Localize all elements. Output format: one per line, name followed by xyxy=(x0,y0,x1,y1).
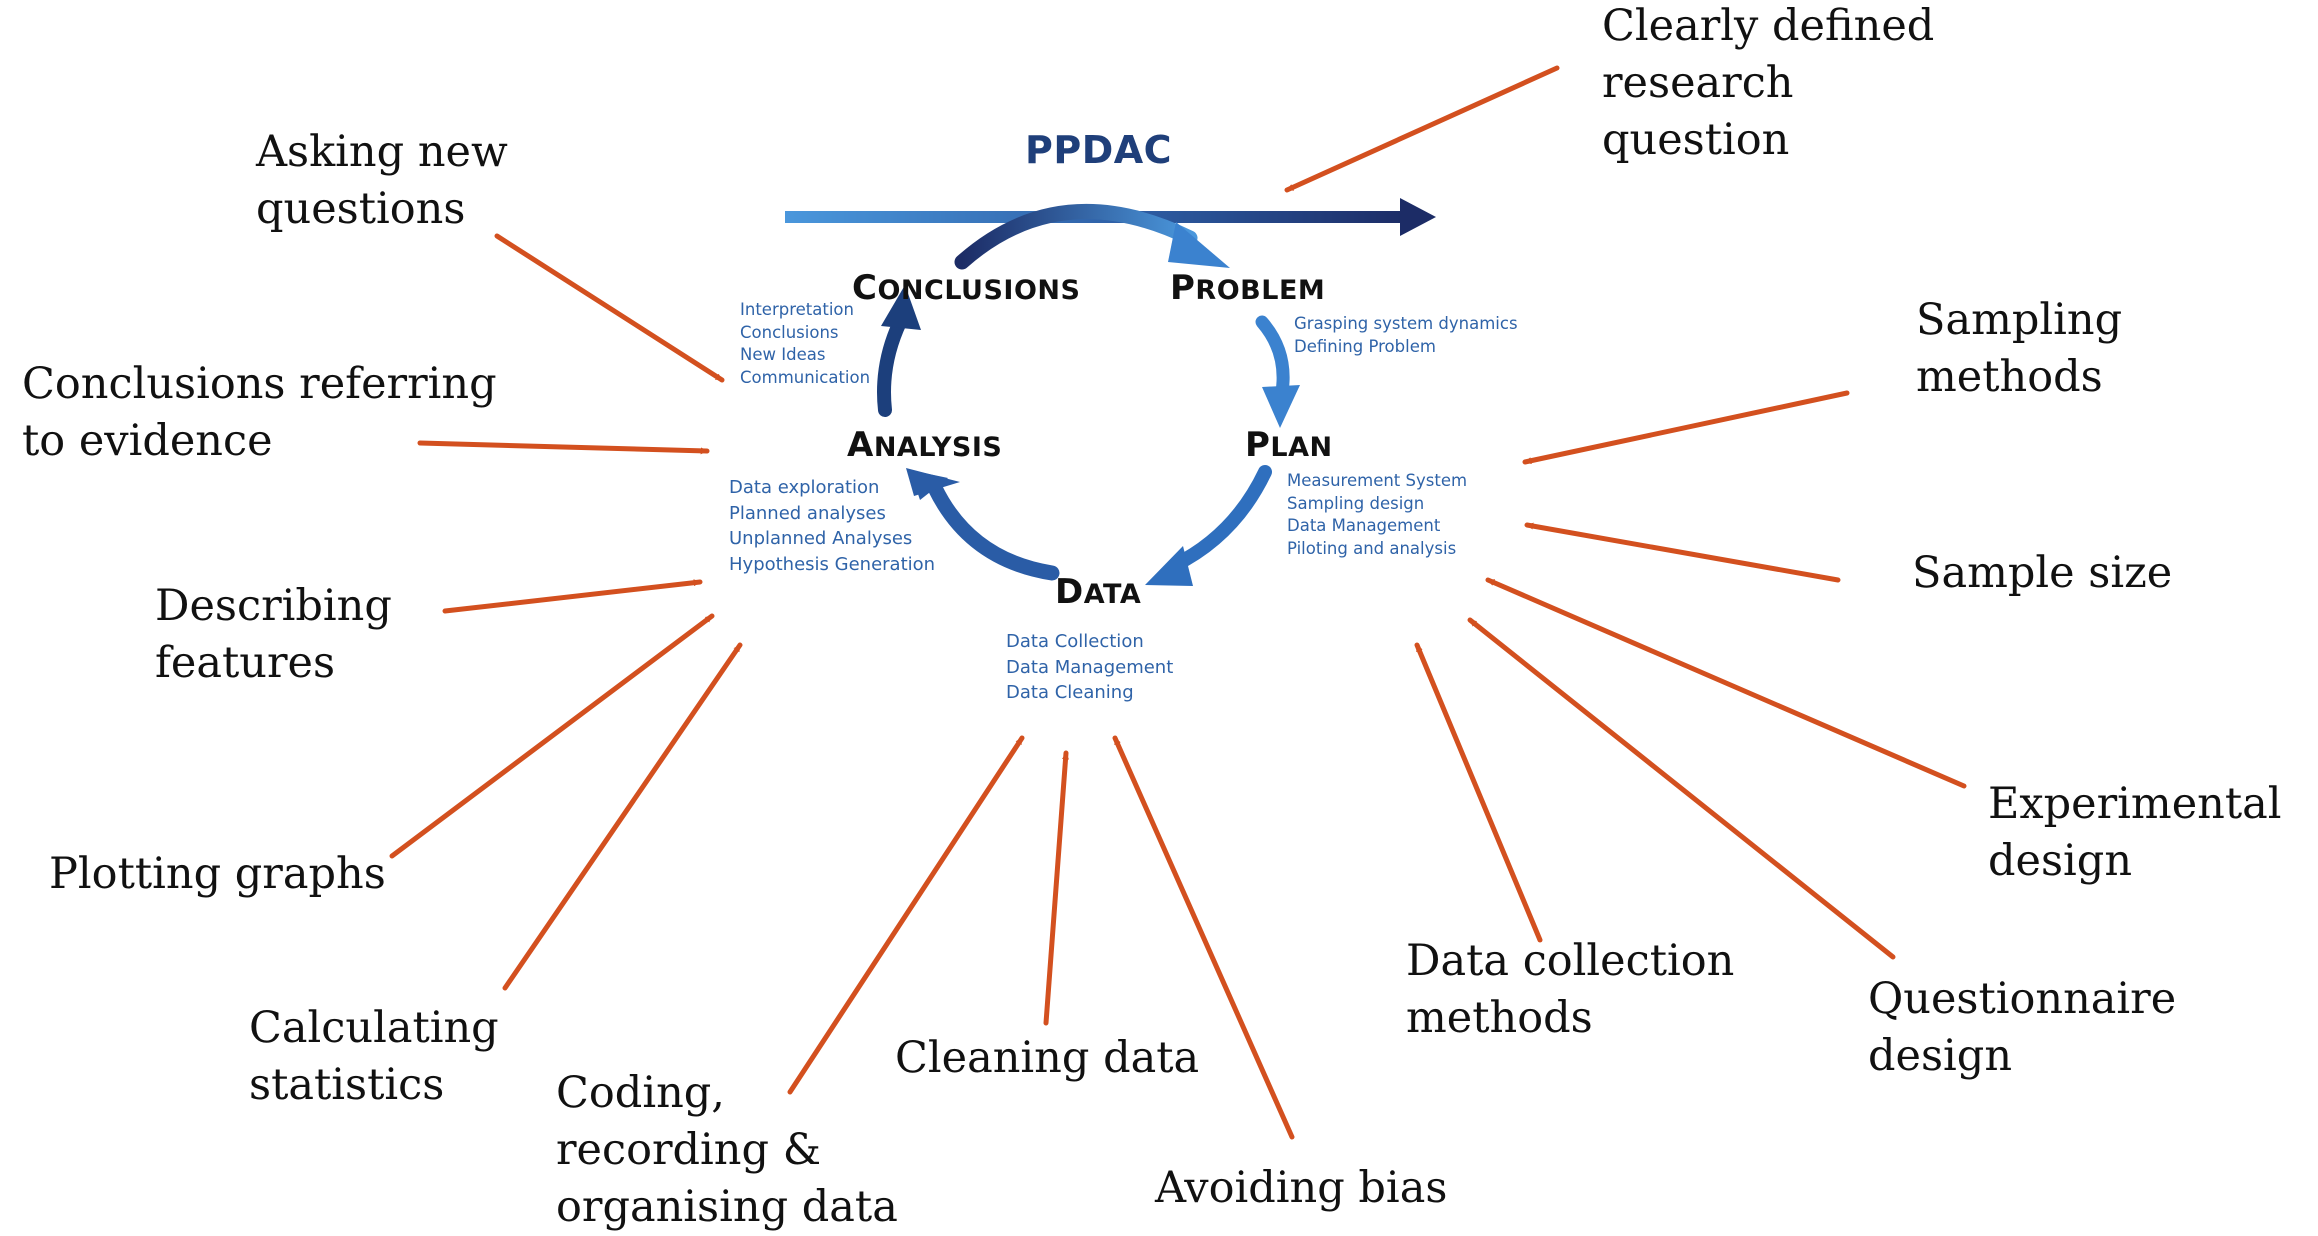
callout-describing-features: Describing features xyxy=(155,581,392,688)
callout-arrow-questionnaire-design xyxy=(1467,617,1896,960)
cycle-arrow-analysis-to-conclusions xyxy=(877,285,921,417)
data-item: Data Management xyxy=(1006,656,1174,678)
conclusions-items: Interpretation Conclusions New Ideas Com… xyxy=(740,299,870,389)
stage-title-analysis: Analysis xyxy=(847,425,1002,465)
stage-title-data: Data xyxy=(1055,572,1141,612)
conclusions-item: Conclusions xyxy=(740,322,839,342)
callout-cleaning-data: Cleaning data xyxy=(895,1033,1200,1083)
stage-title-analysis-rest: nalysis xyxy=(873,432,1003,463)
callout-avoiding-bias: Avoiding bias xyxy=(1155,1163,1448,1213)
callout-plotting-graphs: Plotting graphs xyxy=(49,849,386,899)
callout-arrow-plotting-graphs xyxy=(389,613,715,859)
problem-item: Grasping system dynamics xyxy=(1294,314,1518,333)
stage-title-problem: Problem xyxy=(1170,268,1325,308)
analysis-item: Unplanned Analyses xyxy=(729,528,913,549)
callout-coding-recording: Coding, recording & organising data xyxy=(556,1068,898,1232)
stage-title-plan-rest: lan xyxy=(1270,432,1333,463)
stage-title-conclusions-rest: onclusions xyxy=(877,275,1081,306)
callout-experimental-design: Experimental design xyxy=(1988,779,2282,886)
callout-arrow-data-collection-methods xyxy=(1414,642,1543,943)
data-items: Data Collection Data Management Data Cle… xyxy=(1006,629,1173,706)
stage-title-analysis-initial: A xyxy=(847,425,874,465)
callout-calculating-statistics: Calculating statistics xyxy=(249,1003,499,1110)
ppdac-title: PPDAC xyxy=(1025,128,1173,172)
cycle-arrow-plan-to-data xyxy=(1145,465,1272,586)
callout-arrow-clearly-defined xyxy=(1284,65,1560,193)
stage-title-problem-rest: roblem xyxy=(1195,275,1326,306)
plan-item: Data Management xyxy=(1287,516,1441,535)
callout-arrow-calculating-statistics xyxy=(502,642,743,991)
stage-title-data-rest: ata xyxy=(1083,579,1142,610)
stage-title-plan-initial: P xyxy=(1245,425,1271,465)
problem-items: Grasping system dynamics Defining Proble… xyxy=(1294,313,1518,358)
plan-item: Sampling design xyxy=(1287,493,1425,513)
cycle-arrow-conclusions-to-problem xyxy=(954,204,1230,270)
callout-arrow-cleaning-data xyxy=(1043,750,1070,1026)
callout-arrow-conclusions-referring xyxy=(417,440,710,455)
stage-title-data-initial: D xyxy=(1055,572,1084,612)
stage-title-problem-initial: P xyxy=(1170,268,1196,308)
callout-clearly-defined: Clearly defined research question xyxy=(1602,1,1935,165)
problem-item: Defining Problem xyxy=(1294,336,1436,356)
data-item: Data Cleaning xyxy=(1006,682,1134,703)
conclusions-item: Communication xyxy=(740,367,871,387)
cycle-arrow-problem-to-plan xyxy=(1255,315,1300,428)
callout-questionnaire-design: Questionnaire design xyxy=(1868,974,2177,1081)
callout-data-collection-methods: Data collection methods xyxy=(1406,936,1735,1043)
callout-arrow-sampling-methods xyxy=(1522,390,1850,465)
analysis-items: Data exploration Planned analyses Unplan… xyxy=(729,475,935,577)
callout-sampling-methods: Sampling methods xyxy=(1916,295,2123,402)
callout-sample-size: Sample size xyxy=(1912,548,2173,598)
conclusions-item: New Ideas xyxy=(740,345,826,364)
callout-arrow-describing-features xyxy=(442,579,703,614)
callout-arrow-avoiding-bias xyxy=(1112,735,1295,1140)
stage-title-conclusions-initial: C xyxy=(852,268,878,308)
callout-asking-new-questions: Asking new questions xyxy=(256,127,508,234)
conclusions-item: Interpretation xyxy=(740,300,854,319)
callout-arrow-asking-new-questions xyxy=(494,233,725,383)
callout-arrow-coding-recording xyxy=(787,735,1025,1095)
plan-item: Piloting and analysis xyxy=(1287,538,1457,558)
analysis-item: Hypothesis Generation xyxy=(729,553,936,575)
cycle-arrow-data-to-analysis xyxy=(906,468,1060,581)
analysis-item: Data exploration xyxy=(729,477,880,498)
callout-arrow-sample-size xyxy=(1524,522,1841,583)
stage-title-plan: Plan xyxy=(1245,425,1333,465)
plan-item: Measurement System xyxy=(1287,471,1468,490)
analysis-item: Planned analyses xyxy=(729,502,886,524)
callout-conclusions-referring: Conclusions referring to evidence xyxy=(22,359,497,466)
plan-items: Measurement System Sampling design Data … xyxy=(1287,470,1467,560)
stage-title-conclusions: Conclusions xyxy=(852,268,1080,308)
callout-arrow-experimental-design xyxy=(1485,577,1967,789)
data-item: Data Collection xyxy=(1006,631,1144,652)
